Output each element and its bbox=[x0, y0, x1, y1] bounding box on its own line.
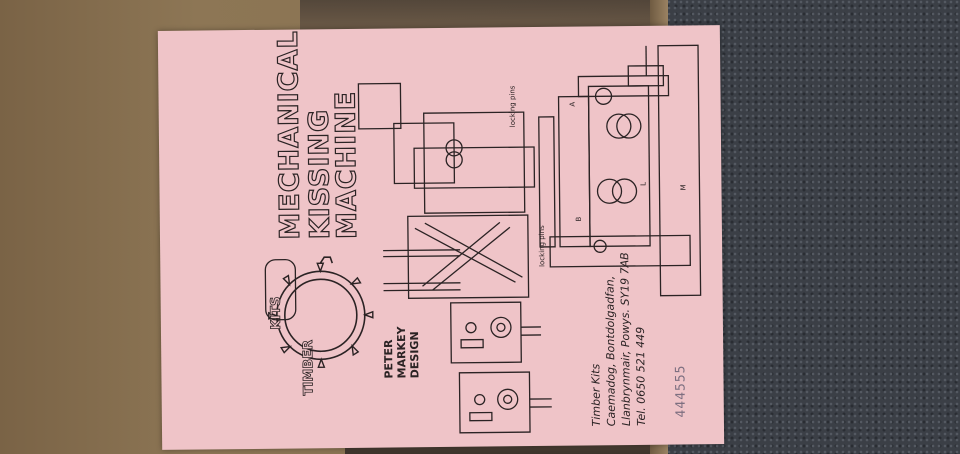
label-locking-pins-bottom: locking pins bbox=[537, 225, 547, 267]
machine-body bbox=[587, 85, 651, 248]
instruction-sheet: MECHANICAL KISSING MACHINE TIMBER KITS bbox=[157, 25, 725, 450]
diagram-letter: A bbox=[568, 101, 577, 107]
diagram-letter: M bbox=[679, 184, 688, 191]
label-locking-pins-top: locking pins bbox=[508, 85, 517, 128]
face-part-2 bbox=[458, 371, 531, 434]
diagram-letter: B bbox=[574, 216, 583, 222]
face-part-1 bbox=[450, 301, 522, 364]
diagram-letter: L bbox=[639, 181, 648, 186]
small-gear-icon bbox=[264, 258, 297, 321]
gear-logo-icon bbox=[260, 255, 381, 376]
assembly-diagram bbox=[357, 44, 702, 434]
